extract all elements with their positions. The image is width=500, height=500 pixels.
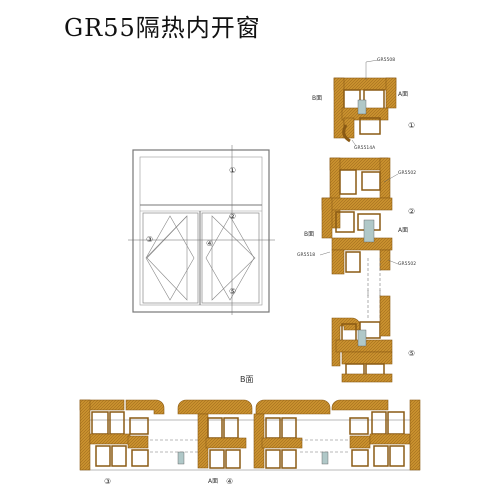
part-gr5514a: GR5514A: [354, 145, 376, 151]
part-gr5502-top: GR5502: [398, 170, 416, 176]
elevation-face-label: B面: [240, 375, 254, 384]
sash-left: [142, 212, 199, 304]
opening-mark-left: [146, 215, 188, 301]
bottom-section: ③ A面 ④: [79, 399, 421, 486]
opening-mark-right: [211, 215, 256, 301]
part-gr5518: GR5518: [297, 252, 315, 258]
marker-4-bottom: ④: [226, 477, 233, 486]
marker-3: ③: [146, 235, 153, 244]
marker-2: ②: [229, 212, 236, 221]
section-2-marker: ②: [408, 207, 415, 216]
diamond-right: [205, 215, 255, 301]
section-1: GR5508 GR5514A B面 A面 ①: [312, 57, 415, 151]
marker-4: ④: [206, 239, 213, 248]
inner-frame: [139, 156, 263, 306]
marker-1: ①: [229, 166, 236, 175]
marker-3-bottom: ③: [104, 477, 111, 486]
face-b-1: B面: [312, 95, 322, 102]
marker-5: ⑤: [229, 287, 236, 296]
part-gr5508: GR5508: [377, 57, 395, 63]
page-title: GR55隔热内开窗: [64, 14, 261, 42]
face-a-2: A面: [398, 227, 408, 234]
section-5: ⑤: [331, 290, 415, 383]
outer-frame: [132, 149, 270, 313]
part-gr5502-right: GR5502: [398, 261, 416, 267]
section-2: GR5502 GR5518 GR5502 B面 A面 ②: [297, 157, 416, 296]
section-5-marker: ⑤: [408, 349, 415, 358]
face-a-bottom: A面: [208, 478, 218, 485]
sash-right: [201, 212, 260, 304]
face-a-1: A面: [398, 91, 408, 98]
diamond-left: [145, 215, 195, 301]
section-1-marker: ①: [408, 121, 415, 130]
window-elevation: ① ② ③ ④ ⑤ B面: [128, 145, 275, 384]
opening-mark-left-outer: [145, 215, 188, 259]
face-b-2: B面: [304, 231, 314, 238]
